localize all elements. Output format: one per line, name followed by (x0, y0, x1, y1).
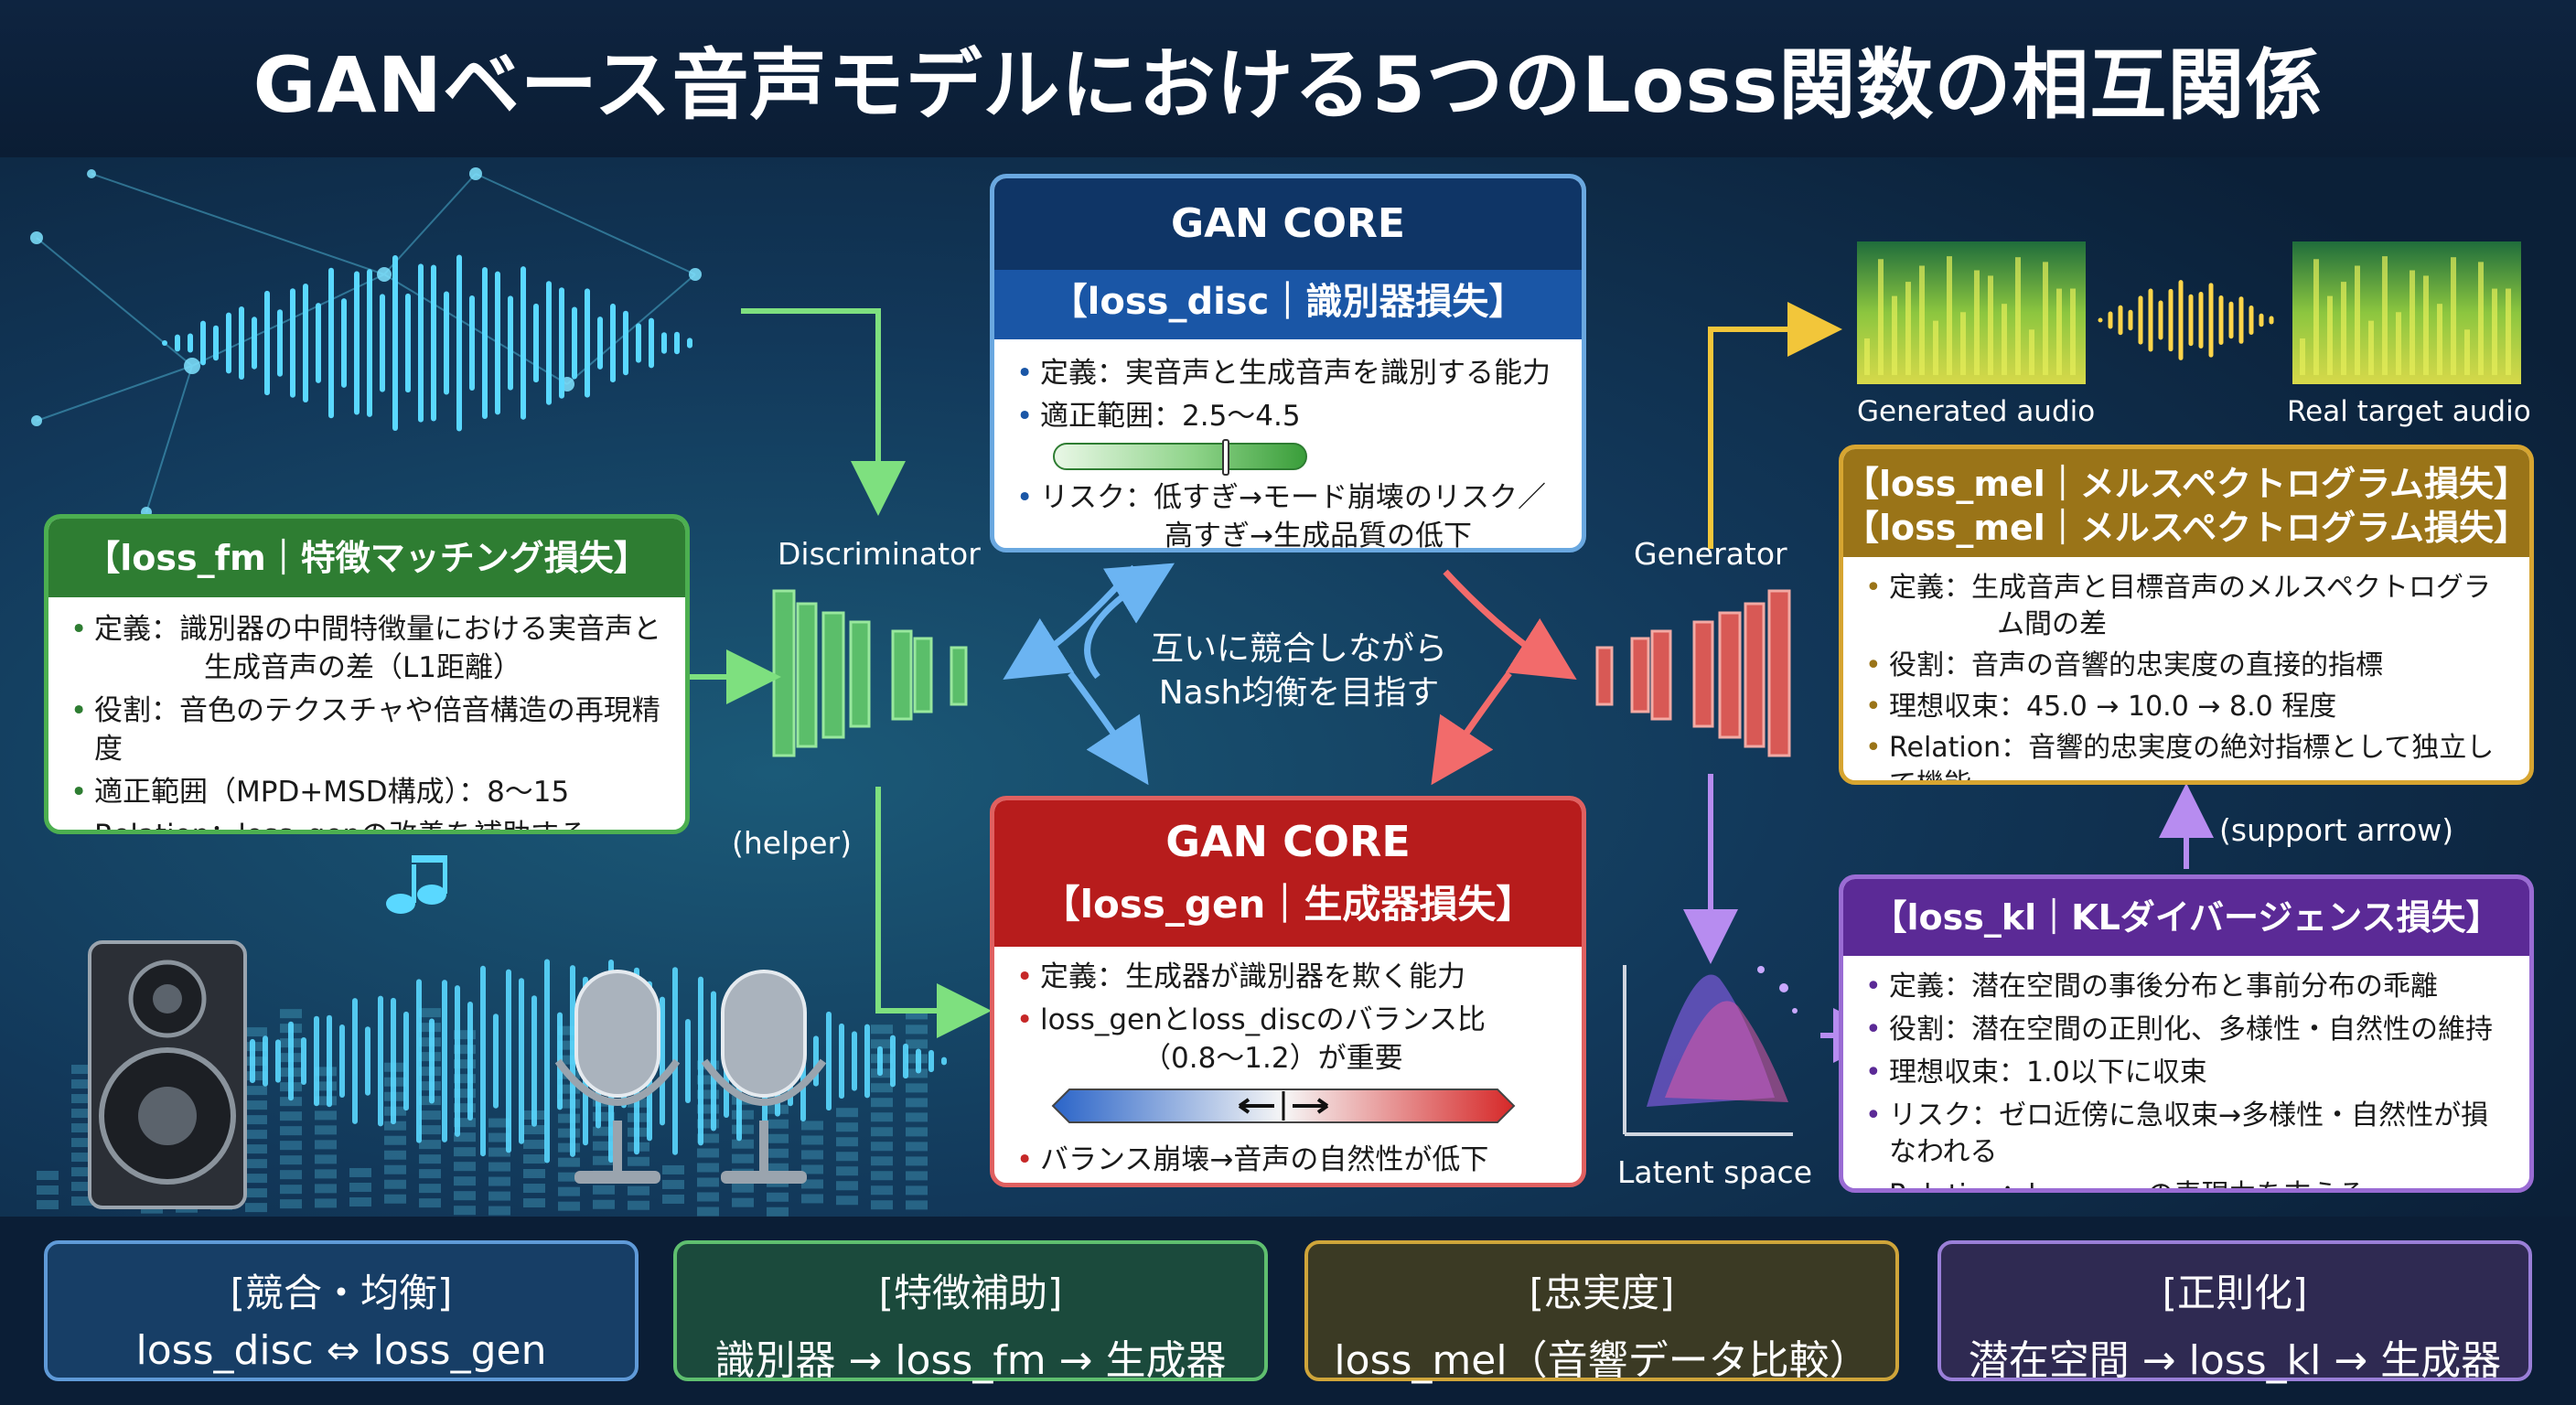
loss-fm-role: 役割：音色のテクスチャや倍音構造の再現精度 (70, 692, 663, 768)
loss-gen-definition: 定義：生成器が識別器を欺く能力 (1016, 958, 1560, 996)
discriminator-label: Discriminator (778, 536, 981, 572)
loss-mel-card: 【loss_mel｜メルスペクトログラム損失】 【loss_mel｜メルスペクト… (1839, 445, 2534, 785)
support-arrow-label: (support arrow) (2219, 812, 2454, 848)
loss-fm-range: 適正範囲（MPD+MSD構成）：8～15 (70, 773, 663, 811)
page-title: GANベース音声モデルにおける5つのLoss関数の相互関係 (252, 39, 2324, 130)
network-icon (36, 173, 696, 513)
spectrogram-icon (1857, 241, 2521, 384)
loss-mel-relation: Relation：音響的忠実度の絶対指標として独立して機能 (1865, 730, 2507, 780)
loss-disc-range: 適正範囲：2.5～4.5 (1016, 397, 1560, 476)
loss-fm-heading: 【loss_fm｜特徴マッチング損失】 (48, 519, 685, 597)
gan-core-heading: GAN CORE (994, 178, 1582, 270)
loss-mel-role: 役割：音声の音響的忠実度の直接的指標 (1865, 648, 2507, 684)
loss-disc-risk: リスク：低すぎ→モード崩壊のリスク／高すぎ→生成品質の低下 (1016, 478, 1560, 548)
title-bar: GANベース音声モデルにおける5つのLoss関数の相互関係 (0, 0, 2576, 157)
loss-gen-header: GAN CORE 【loss_gen｜生成器損失】 (994, 800, 1582, 947)
balance-bar-icon (1051, 1089, 1516, 1123)
loss-kl-card: 【loss_kl｜KLダイバージェンス損失】 定義：潜在空間の事後分布と事前分布… (1839, 874, 2534, 1193)
loss-disc-definition: 定義：実音声と生成音声を識別する能力 (1016, 354, 1560, 392)
speaker-icon (88, 940, 247, 1209)
loss-fm-card: 【loss_fm｜特徴マッチング損失】 定義：識別器の中間特徴量における実音声と… (44, 514, 690, 834)
loss-mel-heading: 【loss_mel｜メルスペクトログラム損失】 【loss_mel｜メルスペクト… (1843, 449, 2529, 557)
summary-fidelity-box: [忠実度] loss_mel（音響データ比較） (1304, 1240, 1899, 1384)
loss-fm-relation: Relation：loss_genの改善を補助する (70, 816, 663, 830)
loss-disc-card: GAN CORE 【loss_disc｜識別器損失】 定義：実音声と生成音声を識… (990, 174, 1586, 552)
real-target-audio-label: Real target audio (2287, 395, 2531, 428)
loss-kl-heading: 【loss_kl｜KLダイバージェンス損失】 (1843, 879, 2529, 956)
loss-kl-relation: Relation：loss_genの表現力を支える (1865, 1177, 2507, 1188)
loss-kl-definition: 定義：潜在空間の事後分布と事前分布の乖離 (1865, 969, 2507, 1005)
range-bar-icon (1053, 438, 1307, 476)
loss-disc-heading: 【loss_disc｜識別器損失】 (994, 270, 1582, 339)
loss-kl-risk: リスク：ゼロ近傍に急収束→多様性・自然性が損なわれる (1865, 1098, 2507, 1171)
waveform-icon (2098, 280, 2274, 360)
summary-regularization-box: [正則化] 潜在空間 → loss_kl → 生成器 (1937, 1240, 2532, 1384)
microphone-icon (554, 970, 827, 1184)
gan-core-heading: GAN CORE (1165, 817, 1411, 866)
nash-equilibrium-text: 互いに競合しながら Nash均衡を目指す (1150, 630, 1447, 712)
loss-gen-balance: loss_genとloss_discのバランス比（0.8～1.2）が重要 (1016, 1001, 1560, 1078)
loss-gen-card: GAN CORE 【loss_gen｜生成器損失】 定義：生成器が識別器を欺く能… (990, 796, 1586, 1187)
latent-space-label: Latent space (1617, 1154, 1813, 1190)
loss-kl-role: 役割：潜在空間の正則化、多様性・自然性の維持 (1865, 1012, 2507, 1048)
summary-competition-box: [競合・均衡] loss_disc ⇔ loss_gen (44, 1240, 639, 1381)
loss-gen-risk: バランス崩壊→音声の自然性が低下 (1016, 1141, 1560, 1179)
generated-audio-label: Generated audio (1857, 395, 2096, 428)
generator-label: Generator (1634, 536, 1787, 572)
loss-gen-heading: 【loss_gen｜生成器損失】 (1041, 882, 1535, 927)
waveform-icon (162, 254, 692, 432)
loss-kl-convergence: 理想収束：1.0以下に収束 (1865, 1055, 2507, 1091)
loss-mel-convergence: 理想収束：45.0 → 10.0 → 8.0 程度 (1865, 689, 2507, 725)
helper-label: (helper) (732, 825, 852, 861)
music-note-icon (386, 855, 447, 914)
summary-feature-assist-box: [特徴補助] 識別器 → loss_fm → 生成器 (673, 1240, 1268, 1384)
